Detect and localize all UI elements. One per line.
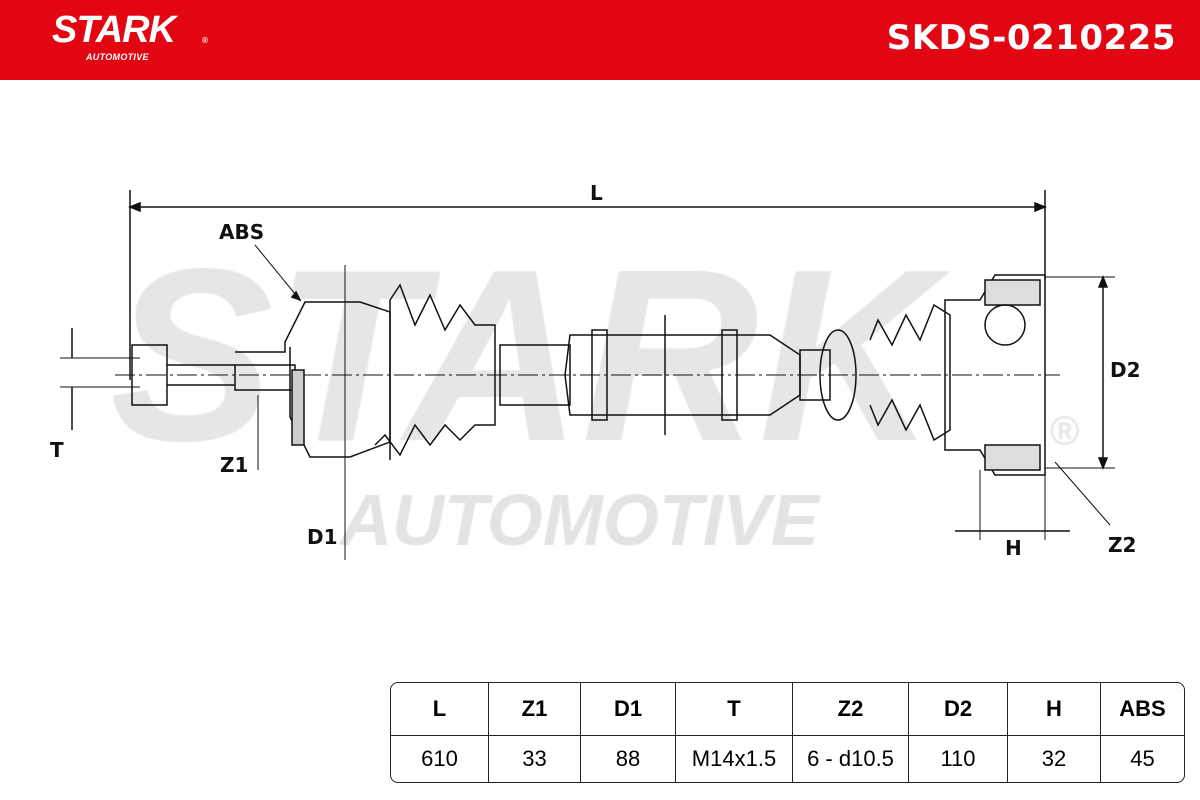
- logo-brand: STARK: [52, 9, 176, 51]
- value-cell: 88: [581, 736, 676, 782]
- dimensions-table: L Z1 D1 T Z2 D2 H ABS 610 33 88 M14x1.5 …: [390, 682, 1185, 783]
- label-H: H: [1005, 536, 1022, 560]
- header-cell: Z1: [489, 683, 581, 736]
- header-cell: Z2: [793, 683, 909, 736]
- label-T: T: [50, 438, 64, 462]
- header-cell: H: [1008, 683, 1101, 736]
- table-header-row: L Z1 D1 T Z2 D2 H ABS: [391, 683, 1184, 736]
- label-D1: D1: [307, 525, 338, 549]
- watermark: [0, 80, 1200, 680]
- value-cell: 45: [1130, 746, 1155, 771]
- header-cell: D2: [909, 683, 1008, 736]
- value-cell: 33: [489, 736, 581, 782]
- label-Z1: Z1: [220, 453, 249, 477]
- value-cell: 610: [391, 736, 489, 782]
- header-cell: L: [391, 683, 489, 736]
- header-bar: STARK AUTOMOTIVE ® SKDS-0210225: [0, 0, 1200, 80]
- drive-shaft-drawing: [60, 190, 1115, 560]
- value-cell: 32: [1008, 736, 1101, 782]
- label-ABS: ABS: [219, 220, 265, 244]
- table-row: 610 33 88 M14x1.5 6 - d10.5 110 32 45: [391, 736, 1184, 782]
- label-D2: D2: [1110, 358, 1141, 382]
- value-cell: M14x1.5: [676, 736, 793, 782]
- header-cell: D1: [581, 683, 676, 736]
- header-cell: ABS: [1101, 683, 1184, 736]
- label-L: L: [590, 181, 603, 205]
- part-number: SKDS-0210225: [886, 18, 1176, 58]
- stark-logo: STARK AUTOMOTIVE ®: [52, 10, 222, 70]
- value-cell: 6 - d10.5: [793, 736, 909, 782]
- logo-sub: AUTOMOTIVE: [86, 52, 149, 62]
- value-cell: 110: [909, 736, 1008, 782]
- header-cell: T: [676, 683, 793, 736]
- label-Z2: Z2: [1108, 533, 1137, 557]
- registered-mark: ®: [202, 36, 208, 45]
